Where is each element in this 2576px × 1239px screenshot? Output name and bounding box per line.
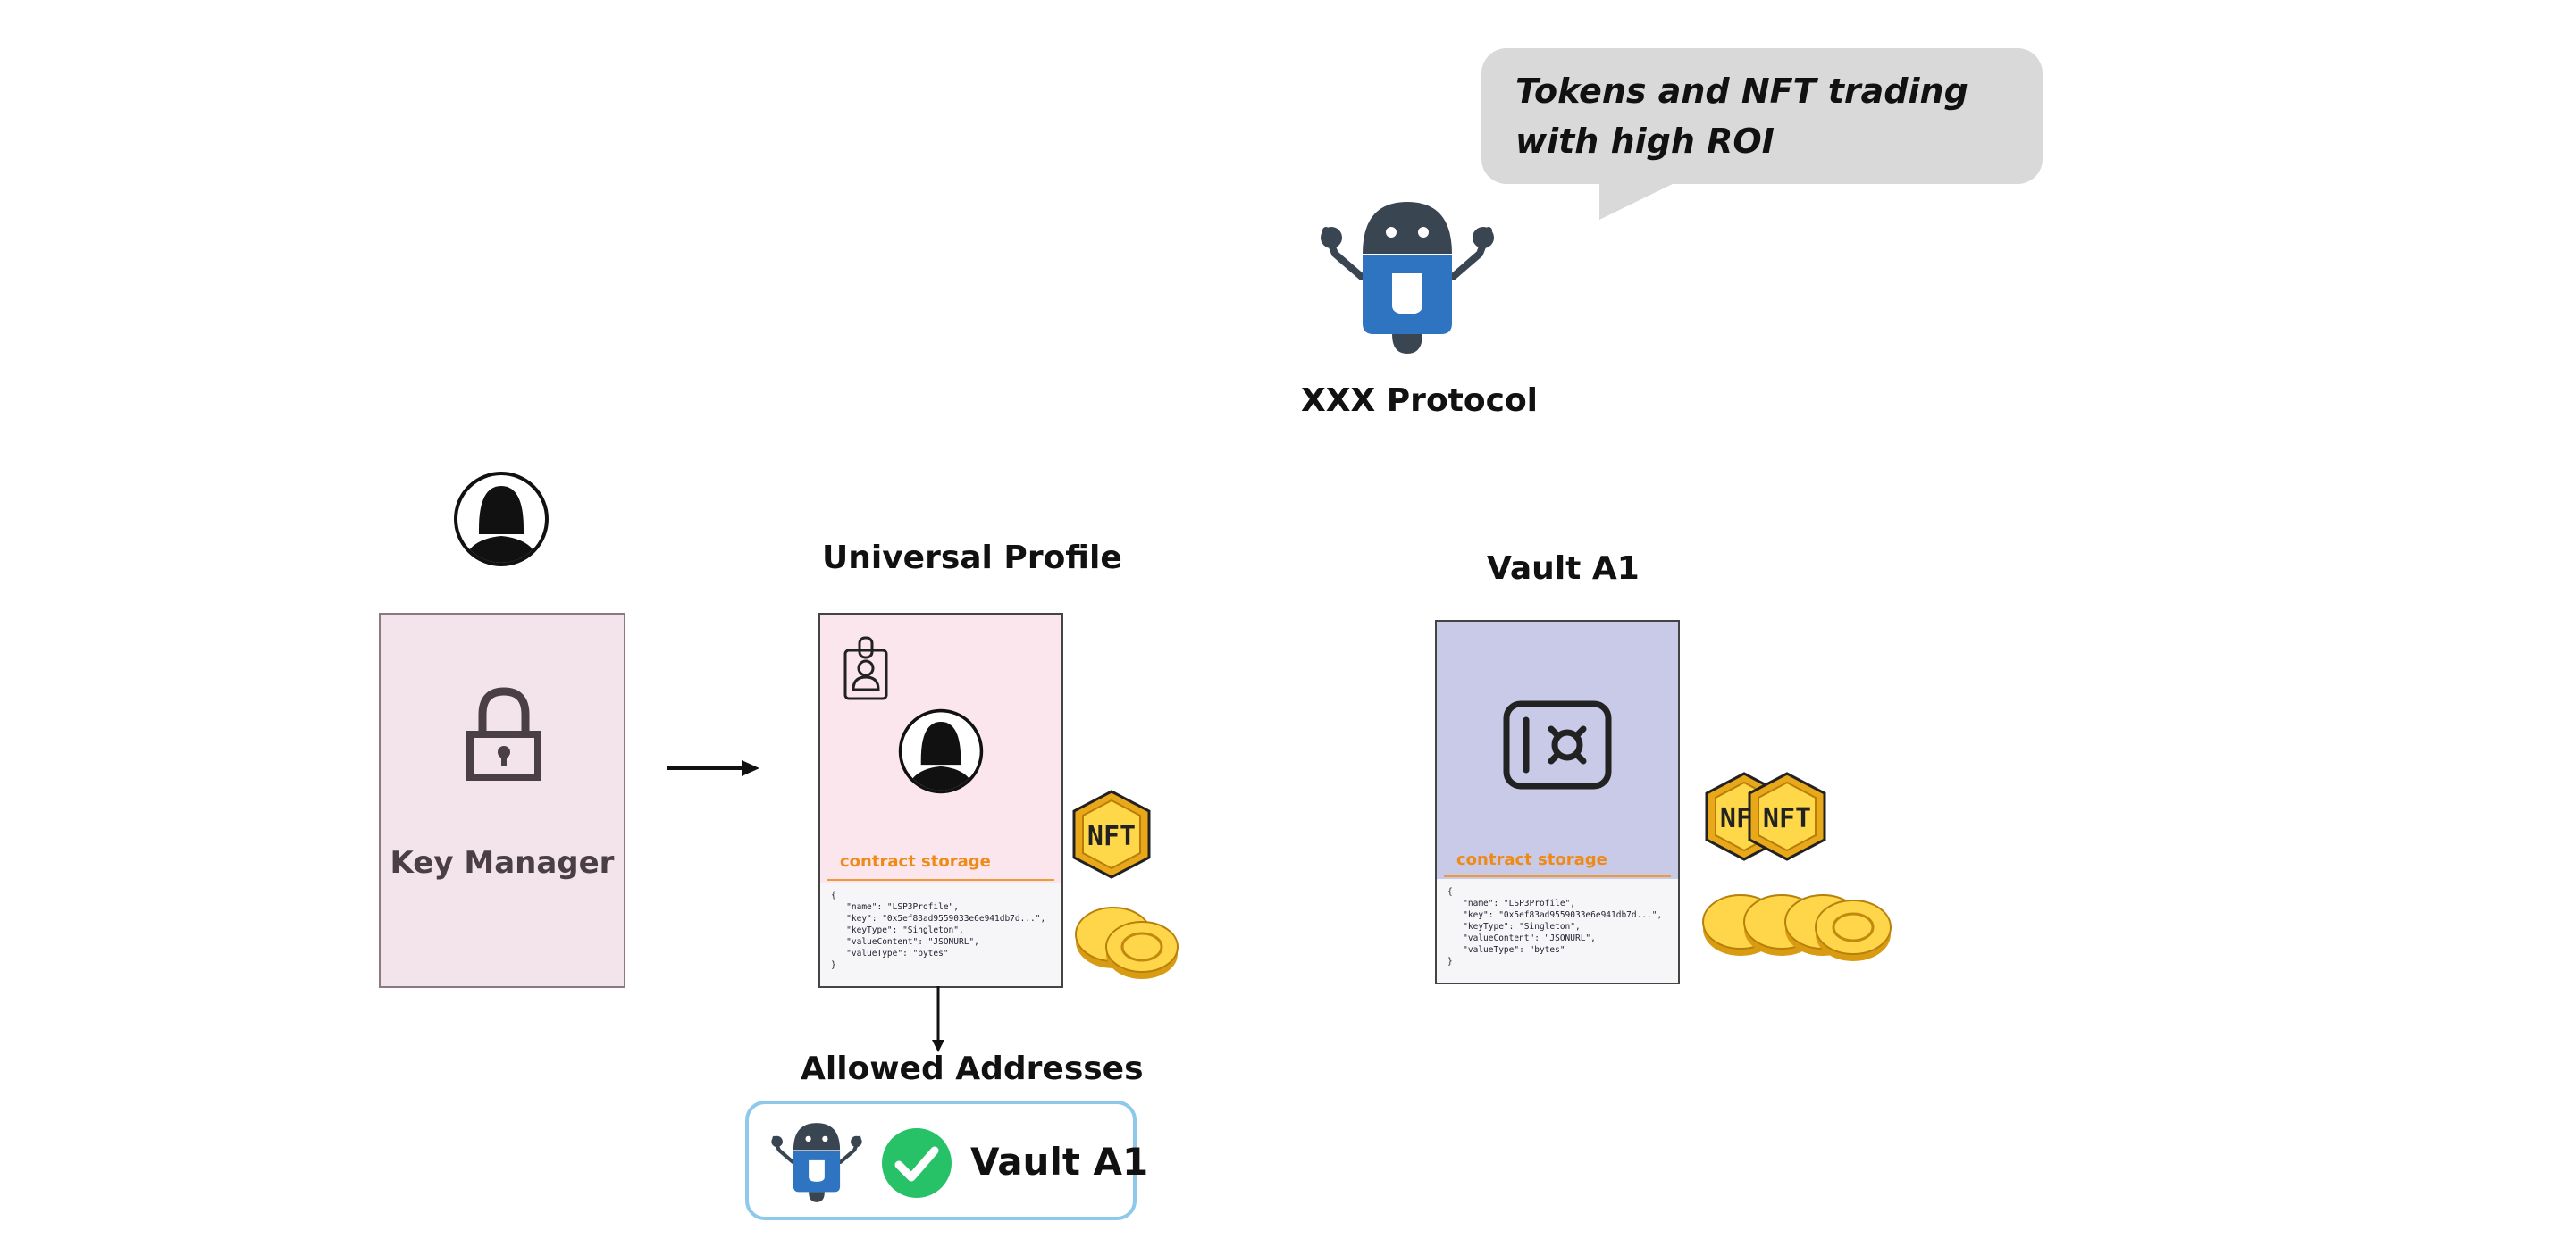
allowed-vault-label: Vault A1 [970,1140,1149,1184]
allowed-addresses-title: Allowed Addresses [801,1051,1144,1087]
nft-tokens-text-b: NFT [1763,803,1811,834]
check-icon [882,1128,952,1198]
safe-icon [1503,700,1612,790]
profile-avatar-icon [898,708,984,794]
profile-storage-line: } [831,960,836,970]
universal-profile-title: Universal Profile [822,540,1122,576]
coins-icon [1075,907,1179,979]
vault-storage-line: { [1447,887,1453,897]
speech-text: Tokens and NFT trading with high ROI [1515,71,1968,161]
nft-token-text: NFT [1087,821,1136,852]
profile-storage-line: "name": "LSP3Profile", [831,902,959,912]
vault-card: contract storage { "name": "LSP3Profile"… [1435,620,1680,984]
coin-pile-icon [1702,894,1892,961]
speech-bubble-tail [1599,179,1683,220]
profile-storage-divider [827,879,1054,881]
speech-bubble: Tokens and NFT trading with high ROI [1481,48,2043,184]
key-manager-label: Key Manager [390,845,615,881]
id-badge-icon [843,636,888,700]
key-manager-card: Key Manager [379,613,625,988]
profile-storage-label: contract storage [840,852,991,871]
profile-storage-line: "valueContent": "JSONURL", [831,937,979,947]
allowed-robot-icon [771,1123,862,1202]
vault-storage-line: "key": "0x5ef83ad9559033e6e941db7d...", [1447,910,1663,920]
nft-tokens-icon: NFT NFT [1705,772,1826,861]
vault-storage-line: "valueContent": "JSONURL", [1447,933,1596,943]
profile-storage-json: { "name": "LSP3Profile", "key": "0x5ef83… [820,883,1061,986]
profile-storage-line: "keyType": "Singleton", [831,925,964,935]
vault-storage-line: "keyType": "Singleton", [1447,922,1581,932]
profile-storage-line: "valueType": "bytes" [831,949,949,959]
allowed-addresses-box: Vault A1 [745,1101,1148,1220]
profile-storage-line: "key": "0x5ef83ad9559033e6e941db7d...", [831,914,1046,924]
nft-token-icon: NFT [1072,790,1151,879]
arrow-keymanager-to-profile [667,760,759,776]
protocol-label: XXX Protocol [1301,382,1539,419]
vault-storage-line: } [1447,957,1453,967]
padlock-icon [466,687,541,781]
user-avatar-icon [454,472,549,566]
profile-storage-line: { [831,891,836,900]
vault-title: Vault A1 [1487,550,1640,587]
vault-storage-divider [1444,875,1671,877]
robot-icon [1321,202,1494,354]
universal-profile-card: contract storage { "name": "LSP3Profile"… [818,613,1063,988]
vault-storage-line: "valueType": "bytes" [1447,945,1565,955]
arrow-profile-to-allowed [932,986,944,1052]
vault-storage-json: { "name": "LSP3Profile", "key": "0x5ef83… [1437,879,1678,983]
vault-storage-label: contract storage [1456,850,1607,869]
vault-storage-line: "name": "LSP3Profile", [1447,899,1575,908]
